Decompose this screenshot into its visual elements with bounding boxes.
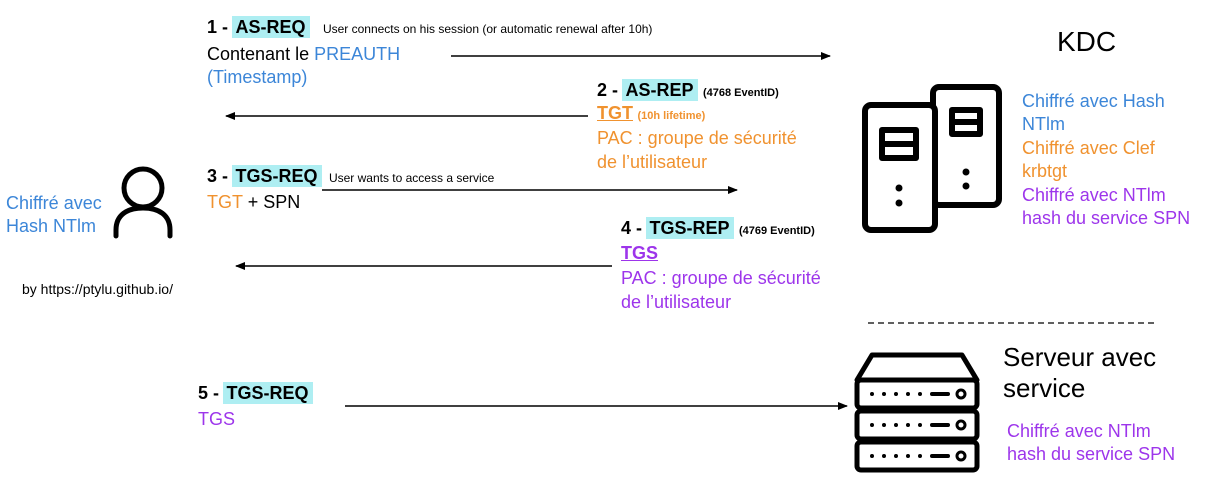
kdc-enc-krbtgt-line1: Chiffré avec Clef [1022,138,1155,158]
step-2-ticket-note: (10h lifetime) [637,110,706,122]
step-4-number: 4 - [621,218,643,238]
credit-text: by https://ptylu.github.io/ [22,281,173,297]
step-5-name: TGS-REQ [223,382,314,404]
kdc-title: KDC [1057,26,1117,57]
kdc-enc-spn-line1: Chiffré avec NTlm [1022,185,1166,205]
step-4-header: 4 - TGS-REP (4769 EventID) [621,217,815,239]
step-2-ticket-line: TGT (10h lifetime) [597,103,705,124]
server-towers-icon [862,84,1002,233]
step-1-name: AS-REQ [232,16,311,38]
step-2-ticket: TGT [597,103,633,123]
user-enc-line2: Hash NTlm [6,216,97,236]
step-1-note: User connects on his session (or automat… [322,22,653,36]
step-2-pac-line2: de l’utilisateur [597,152,708,172]
step-1-header: 1 - AS-REQ User connects on his session … [207,16,653,38]
step-2-header: 2 - AS-REP (4768 EventID) [597,79,779,101]
step-4-ticket: TGS [621,243,659,263]
kdc-enc-krbtgt-line2: krbtgt [1022,161,1068,181]
step-2-event: (4768 EventID) [702,87,779,99]
step-3-note: User wants to access a service [328,171,495,185]
step-2-pac-line1: PAC : groupe de sécurité [597,128,797,148]
step-3-tgt: TGT [207,192,243,212]
step-4-pac-line2: de l’utilisateur [621,292,732,312]
kdc-enc-hash-line2: NTlm [1022,114,1065,134]
kdc-enc-spn-line2: hash du service SPN [1022,208,1191,228]
step-3-name: TGS-REQ [232,165,323,187]
kdc-enc-hash-line1: Chiffré avec Hash [1022,91,1165,111]
step-5-header: 5 - TGS-REQ [198,382,314,404]
step-3-header: 3 - TGS-REQ User wants to access a servi… [207,165,495,187]
server-rack-icon [854,352,980,473]
service-enc-line2: hash du service SPN [1007,444,1176,464]
step-1-prefix: Contenant le [207,44,310,64]
step-4-event: (4769 EventID) [738,225,815,237]
step-1-line1: Contenant le PREAUTH [207,43,400,65]
service-title-line2: service [1003,373,1086,403]
service-enc-line1: Chiffré avec NTlm [1007,421,1151,441]
step-2-name: AS-REP [622,79,699,101]
step-2-number: 2 - [597,80,619,100]
server-tower-dots [895,168,970,207]
step-5-ticket: TGS [198,409,236,429]
service-title-line1: Serveur avec [1003,342,1157,372]
step-1-line2: (Timestamp) [207,67,308,87]
step-1-preauth: PREAUTH [314,44,401,64]
step-3-spn: + SPN [247,192,301,212]
step-1-number: 1 - [207,17,229,37]
step-3-line: TGT + SPN [207,191,300,213]
user-enc-line1: Chiffré avec [6,193,102,213]
user-icon [113,166,173,239]
step-4-pac-line1: PAC : groupe de sécurité [621,268,821,288]
step-4-name: TGS-REP [646,217,735,239]
step-3-number: 3 - [207,166,229,186]
step-5-number: 5 - [198,383,220,403]
